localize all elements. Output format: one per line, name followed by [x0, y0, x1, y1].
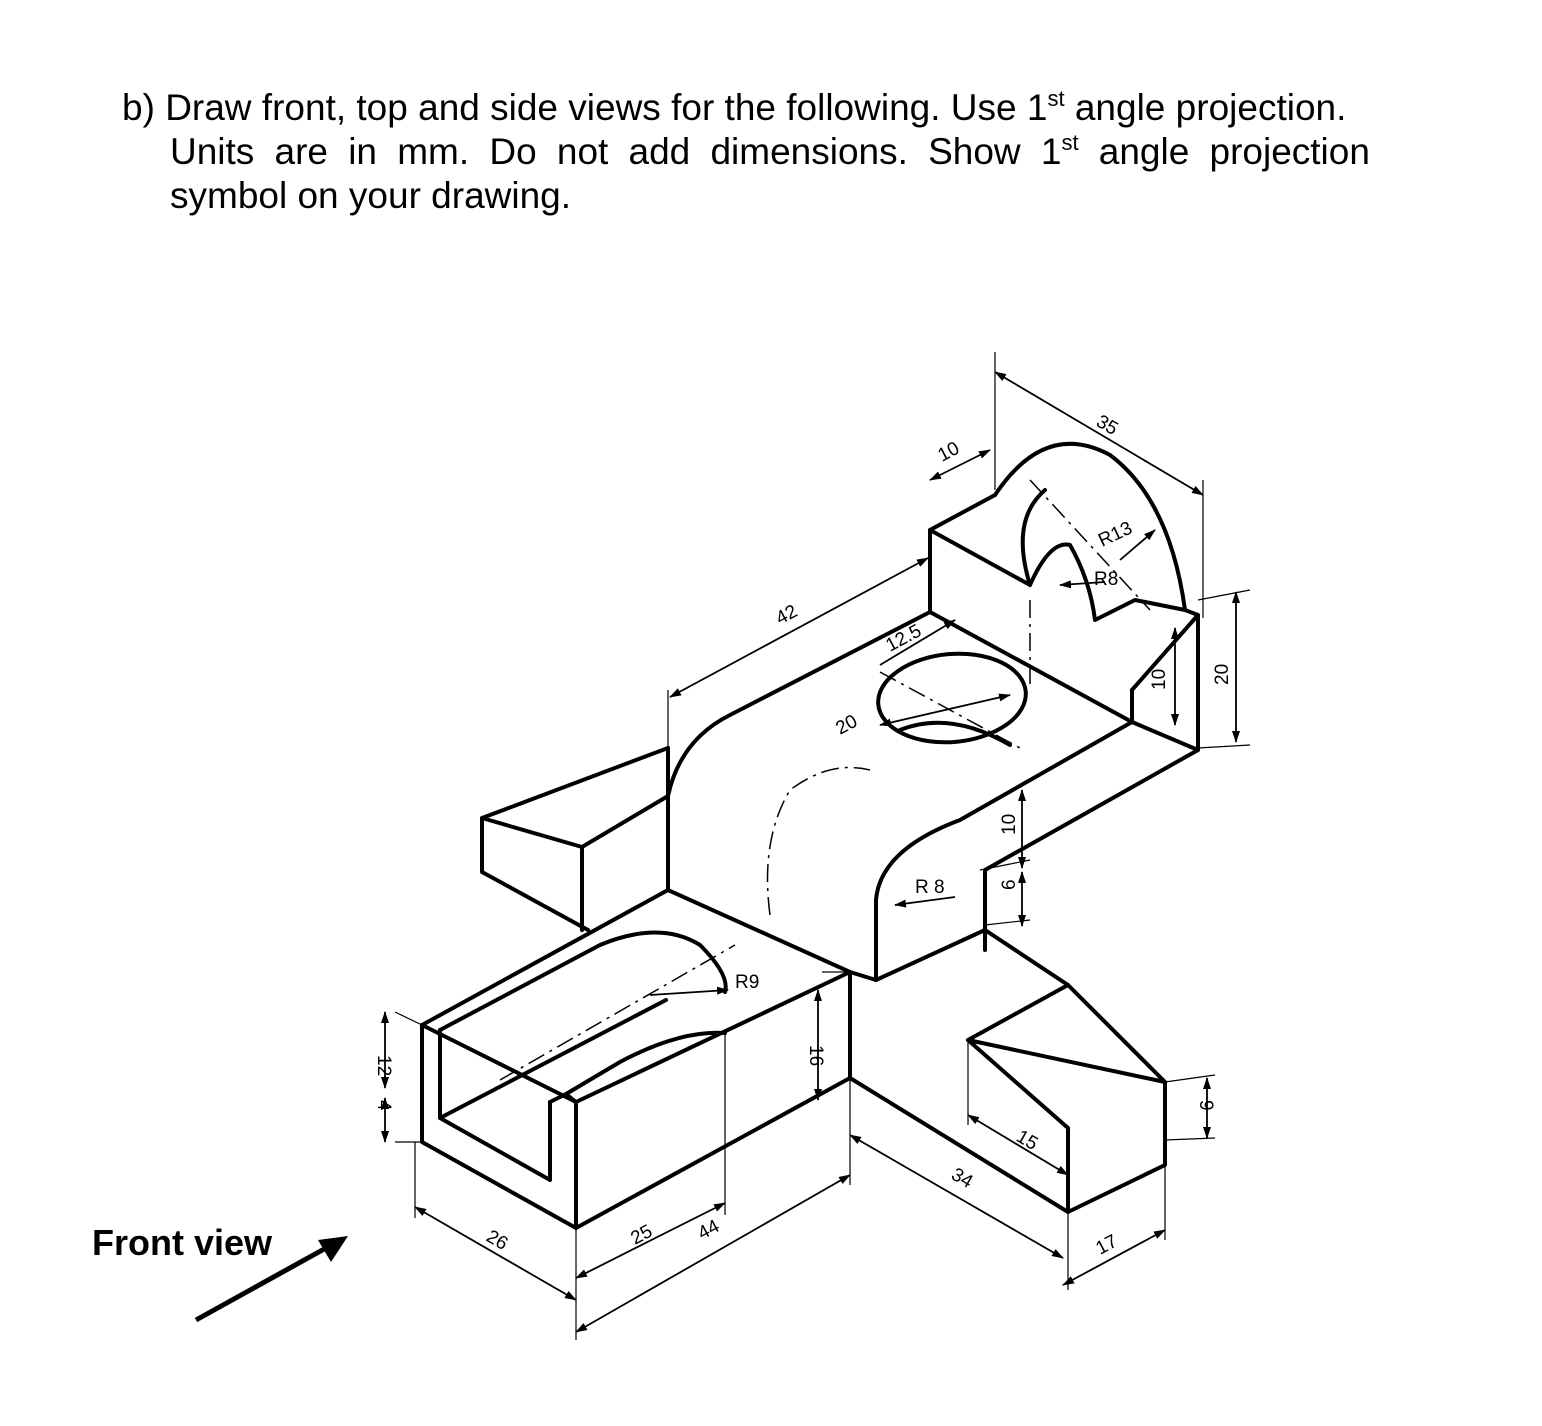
dim-r13: R13: [1095, 518, 1135, 552]
slot-inner-arc: [564, 1030, 727, 1096]
word: angle: [1098, 131, 1190, 172]
dim-44: 44: [694, 1216, 723, 1245]
word: projection: [1209, 131, 1370, 172]
left-block-top-right-edge: [666, 888, 852, 974]
front-right-chamfer: [966, 1038, 1167, 1084]
slot-step: [548, 1092, 578, 1104]
dim-26: 26: [483, 1226, 512, 1255]
dimension-lines: [381, 371, 1240, 1333]
dim-4: 4: [373, 1100, 394, 1111]
word: Do: [489, 131, 537, 172]
word: dimensions.: [710, 131, 908, 172]
back-left-block: [480, 746, 670, 932]
word: not: [556, 131, 609, 172]
dim-42: 42: [772, 601, 801, 629]
front-view-arrow: [194, 1236, 348, 1323]
dim-r8-top: R8: [1094, 569, 1118, 590]
dim-10-top: 10: [934, 438, 963, 466]
dim-10-right: 10: [1149, 669, 1170, 690]
upright-inner-arch: [1028, 542, 1187, 622]
slot-floor-edge: [438, 998, 668, 1120]
front-view-label: Front view: [92, 1222, 273, 1263]
dim-16: 16: [805, 1045, 826, 1066]
word: Units: [170, 131, 255, 172]
upright-bottom-edge: [1130, 720, 1200, 752]
center-lines: [499, 479, 1151, 1081]
dim-34: 34: [948, 1164, 977, 1193]
dim-6: 6: [999, 879, 1020, 890]
dimension-labels: 35 10 R13 R8 42 12.5 20 10 20 10 6 R 8 R…: [373, 411, 1233, 1259]
superscript-st: st: [1047, 86, 1065, 111]
slot-wall: [438, 1028, 552, 1182]
slab-right-curve: [874, 720, 1134, 982]
word: add: [628, 131, 691, 172]
word: mm.: [397, 131, 470, 172]
upright-top: [928, 488, 1047, 587]
dim-9: 9: [1195, 1100, 1216, 1111]
dim-35: 35: [1093, 411, 1122, 440]
question-line1-b: angle projection.: [1064, 87, 1347, 128]
question-text: b) Draw front, top and side views for th…: [122, 86, 1370, 218]
question-line-3: symbol on your drawing.: [170, 175, 572, 216]
object-outline: [420, 441, 1200, 1230]
word: 1st: [1040, 130, 1079, 172]
upright-edge: [1130, 613, 1200, 692]
dim-25: 25: [627, 1221, 656, 1249]
question-line-2: Units are in mm. Do not add dimensions. …: [122, 130, 1370, 174]
dim-12: 12: [373, 1055, 394, 1076]
word: Show: [928, 131, 1021, 172]
question-line-1: b) Draw front, top and side views for th…: [122, 86, 1370, 130]
left-block-top-back-edge: [420, 888, 670, 1027]
left-block-front-face: [420, 1023, 578, 1230]
dim-r9: R9: [735, 972, 759, 993]
left-block-side-face: [574, 970, 852, 1230]
dim-10-mid: 10: [999, 814, 1020, 835]
upright-arch: [983, 441, 1200, 952]
back-left-block-top: [480, 794, 670, 849]
word: in: [348, 131, 378, 172]
dim-20-hole: 20: [832, 711, 861, 739]
extension-lines: [394, 352, 1251, 1340]
slot-top-arc: [438, 930, 728, 1032]
dim-r8-mid: R 8: [915, 877, 945, 898]
top-hole: [876, 651, 1028, 745]
upright-front-bottom: [928, 610, 1134, 724]
question-line1-a: Draw front, top and side views for the f…: [165, 87, 1048, 128]
question-prefix: b): [122, 87, 155, 128]
dim-20-right: 20: [1212, 664, 1233, 685]
dim-15: 15: [1013, 1126, 1042, 1155]
word: are: [274, 131, 328, 172]
